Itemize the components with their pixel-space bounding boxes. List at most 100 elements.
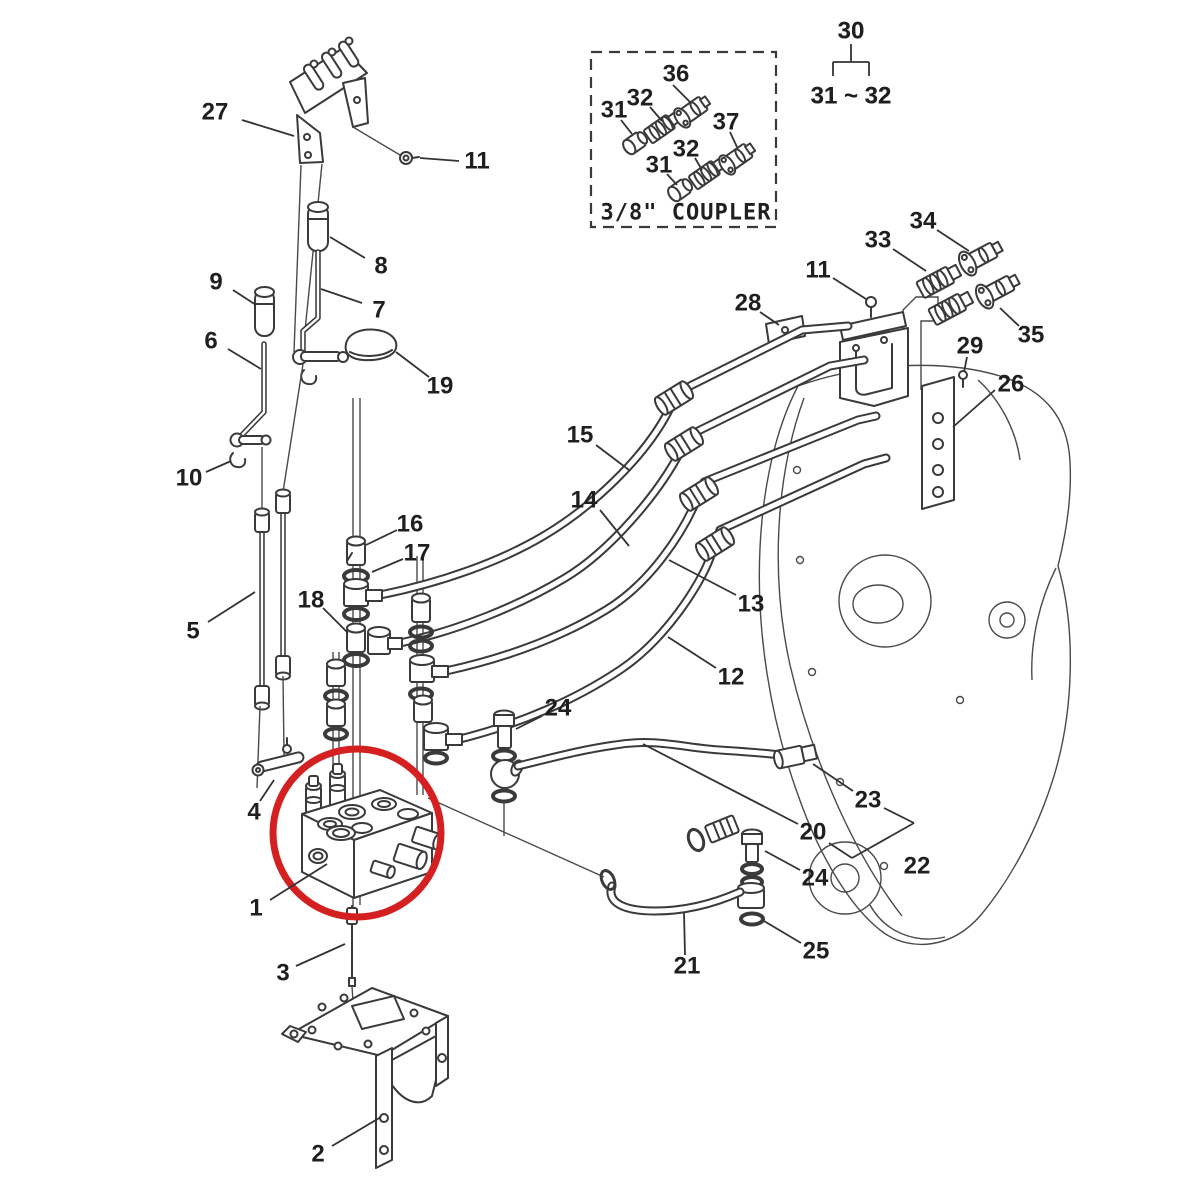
leader-26-26 xyxy=(952,389,996,428)
callout-15-16: 15 xyxy=(567,422,594,449)
coupler-33 xyxy=(915,263,963,299)
highlight-circle xyxy=(269,745,445,921)
lever-6-9 xyxy=(229,286,275,511)
leader-6-5 xyxy=(227,348,262,370)
pipe-12 xyxy=(455,453,891,744)
union-12 xyxy=(694,526,736,562)
oring xyxy=(423,750,449,766)
callout-6-5: 6 xyxy=(204,328,217,355)
elbow-13 xyxy=(409,654,449,683)
leader-15-16 xyxy=(595,444,630,471)
leader-5-8 xyxy=(207,591,256,623)
leader-11-21 xyxy=(832,277,867,300)
callout-layer: 2711879619105161718413215141312281133343… xyxy=(176,18,1045,1168)
leader-10-7 xyxy=(205,460,232,473)
callout-28-20: 28 xyxy=(735,290,762,317)
lever-7-8 xyxy=(282,201,349,493)
oring xyxy=(323,726,349,742)
leader-9-4 xyxy=(232,289,257,306)
leader-16-9 xyxy=(365,529,398,546)
callout-32-40: 32 xyxy=(673,136,700,163)
mount-bracket-26-assembly xyxy=(765,296,968,510)
callout-5-8: 5 xyxy=(186,618,199,645)
fitting-right-2 xyxy=(413,694,433,723)
bracket-2 xyxy=(281,987,449,1169)
leader-34-23 xyxy=(936,229,970,252)
leader-31-38 xyxy=(620,119,633,135)
callout-16-9: 16 xyxy=(397,511,424,538)
callout-11-21: 11 xyxy=(805,257,830,284)
leader-23-30 xyxy=(812,763,854,792)
coupler-34 xyxy=(957,240,1004,277)
leader-4-12 xyxy=(259,779,275,802)
bracket-27 xyxy=(289,36,401,353)
fitting-16 xyxy=(346,535,366,566)
leader-19-6 xyxy=(395,351,430,378)
callout-1-13: 1 xyxy=(249,895,262,922)
callout-21-35: 21 xyxy=(674,953,701,980)
leader-8-2 xyxy=(329,236,366,259)
callout-27-0: 27 xyxy=(202,99,229,126)
leader-31-41 xyxy=(666,173,678,186)
elbow-14 xyxy=(367,626,403,655)
union-14 xyxy=(663,426,705,462)
hose-21 xyxy=(599,869,745,916)
group-legend: 30 31 ~ 32 xyxy=(811,18,892,110)
fitting-left-3 xyxy=(326,698,346,727)
leader-37-39 xyxy=(729,131,738,148)
callout-9-4: 9 xyxy=(209,269,222,296)
callout-32-37: 32 xyxy=(627,85,654,112)
pipe-20 xyxy=(513,738,785,771)
fitting-18 xyxy=(346,622,366,653)
callout-31-41: 31 xyxy=(646,152,673,179)
callout-29-25: 29 xyxy=(957,333,984,360)
union-13 xyxy=(678,476,720,512)
callout-7-3: 7 xyxy=(372,297,385,324)
callout-31 ~ 32-28: 31 ~ 32 xyxy=(811,83,892,110)
callout-8-2: 8 xyxy=(374,253,387,280)
pipe-15 xyxy=(375,321,853,600)
fitting-right-1 xyxy=(411,592,431,623)
callout-35-24: 35 xyxy=(1018,322,1045,349)
callout-11-1: 11 xyxy=(464,148,489,175)
leader-32-40 xyxy=(694,157,703,171)
oring-25 xyxy=(739,911,765,927)
oring xyxy=(408,624,434,640)
coupler-box-caption: 3/8" COUPLER xyxy=(601,201,772,226)
coupler-36 xyxy=(673,95,712,129)
leader-33-22 xyxy=(892,248,927,272)
legend-parent: 30 xyxy=(838,18,865,45)
callout-13-18: 13 xyxy=(738,591,765,618)
pipe-13 xyxy=(441,411,881,676)
coupler-35 xyxy=(974,273,1021,310)
coupler-37 xyxy=(718,142,757,176)
callout-12-19: 12 xyxy=(718,664,745,691)
coupler-box: 3/8" COUPLER xyxy=(589,50,778,229)
link-rods-5 xyxy=(254,488,291,789)
pipe-14 xyxy=(395,355,869,648)
leader-1-13 xyxy=(269,863,328,901)
coupler-nut-31a xyxy=(622,131,649,156)
callout-22-32: 22 xyxy=(904,853,931,880)
bolt-11-top xyxy=(399,151,420,165)
callout-26-26: 26 xyxy=(998,371,1025,398)
link-4 xyxy=(251,737,305,777)
clip-10 xyxy=(229,452,247,469)
coupler-sleeve-lower xyxy=(927,290,975,326)
union-15 xyxy=(653,380,695,416)
leader-27-0 xyxy=(241,119,295,137)
callout-24-29: 24 xyxy=(545,695,572,722)
fitting-23 xyxy=(773,743,818,770)
callout-31-38: 31 xyxy=(601,97,628,124)
callout-30-27: 30 xyxy=(838,18,865,45)
callout-34-23: 34 xyxy=(910,208,937,235)
leader-12-19 xyxy=(667,636,717,669)
callout-37-39: 37 xyxy=(713,109,740,136)
leader-35-24 xyxy=(999,307,1020,327)
callout-20-31: 20 xyxy=(800,819,827,846)
valve-block-1 xyxy=(251,737,605,1003)
oring xyxy=(342,652,370,668)
fitting-nipple-mid xyxy=(686,814,740,853)
